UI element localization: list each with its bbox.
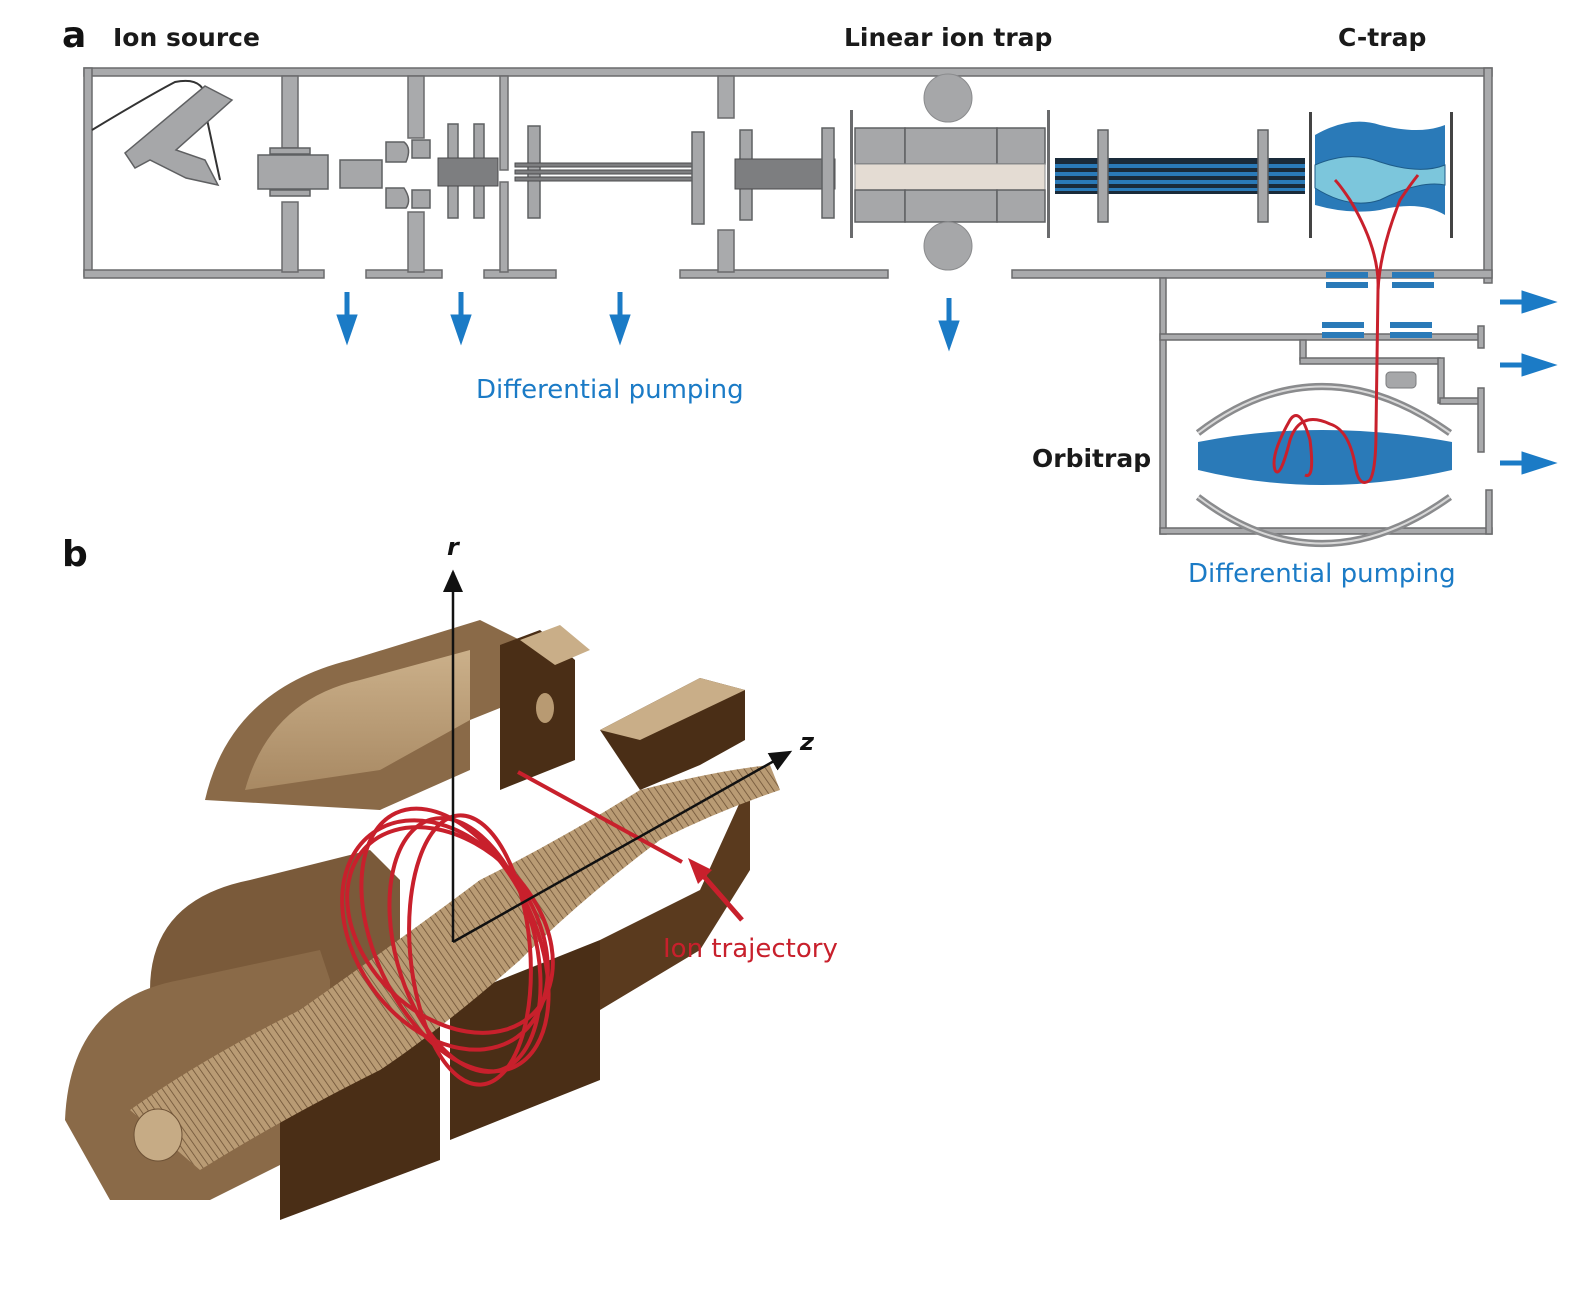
linear-ion-trap-label: Linear ion trap (844, 23, 1052, 52)
ion-trajectory-path (340, 770, 683, 1087)
pump-arrow-right-3 (1500, 451, 1558, 475)
panel-b-label: b (62, 534, 88, 575)
panel-a-label: a (62, 15, 86, 56)
ion-source-label: Ion source (113, 23, 260, 52)
z-axis-label: z (799, 728, 815, 756)
z-axis (452, 750, 793, 944)
pump-arrow-down-3 (609, 292, 631, 346)
c-trap-label: C-trap (1338, 23, 1426, 52)
orbitrap-3d-cutaway (65, 620, 780, 1220)
orbitrap-label: Orbitrap (1032, 444, 1151, 473)
c-trap (1309, 112, 1453, 238)
panel-a: a Ion source Linear ion trap C-trap (62, 15, 1558, 589)
transfer-multipole (1055, 129, 1305, 223)
pump-arrow-down-4 (938, 298, 960, 352)
callout-arrow-icon (688, 858, 712, 884)
coordinate-axes: r z (443, 533, 815, 944)
ion-transfer-optics (257, 123, 836, 225)
differential-pumping-label: Differential pumping (476, 375, 744, 405)
ion-trajectory-label: Ion trajectory (663, 934, 838, 964)
pump-arrows-down (336, 292, 960, 352)
pump-arrow-down-2 (450, 292, 472, 346)
ion-source-emitter (91, 79, 234, 187)
orbitrap-differential-pumping-label: Differential pumping (1188, 559, 1456, 589)
instrument-housing (83, 67, 1493, 284)
panel-b: b (62, 533, 838, 1220)
pump-arrow-right-1 (1500, 290, 1558, 314)
linear-ion-trap (850, 73, 1050, 271)
r-axis-label: r (447, 533, 461, 561)
trajectory-callout: Ion trajectory (663, 858, 838, 964)
orbitrap-chamber (1159, 174, 1493, 547)
pump-arrow-down-1 (336, 292, 358, 346)
pump-arrows-right (1500, 290, 1558, 475)
pump-arrow-right-2 (1500, 353, 1558, 377)
